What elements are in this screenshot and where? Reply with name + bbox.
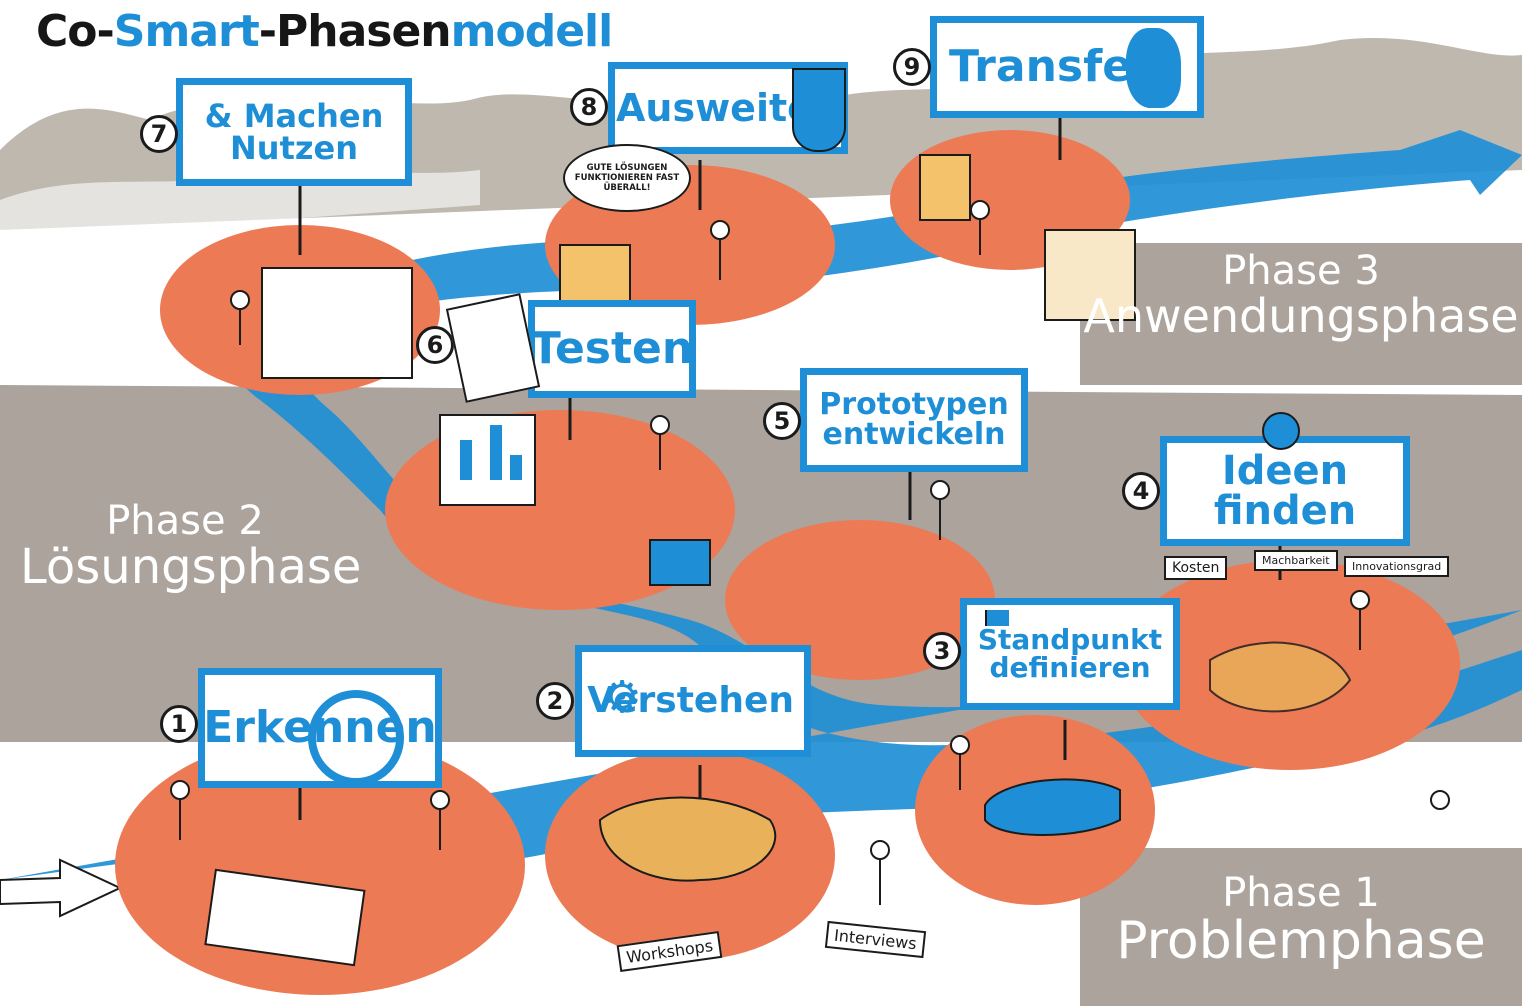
phase-2-title: Phase 2 bbox=[106, 498, 264, 544]
step-4-number: 4 bbox=[1122, 472, 1160, 510]
step-6-sign: Testen bbox=[528, 300, 696, 398]
phase-1-title: Phase 1 bbox=[1222, 870, 1380, 916]
step-4-sign: Ideen finden bbox=[1160, 436, 1410, 546]
coat-of-arms-icon bbox=[792, 68, 846, 152]
phase-1-background bbox=[1080, 848, 1522, 1006]
magnifier-icon bbox=[308, 690, 404, 786]
props bbox=[204, 154, 1352, 967]
step-1-number: 1 bbox=[160, 705, 198, 743]
step-2-sign: Verstehen bbox=[575, 645, 811, 757]
step-9-number: 9 bbox=[893, 48, 931, 86]
phase-3-background bbox=[1080, 243, 1522, 385]
germany-map-icon bbox=[1126, 28, 1181, 108]
gears-icon: ⚙ bbox=[602, 672, 642, 723]
page-title: Co-Smart-Phasenmodell bbox=[36, 6, 613, 57]
phase-3-subtitle: Anwendungsphase bbox=[1083, 289, 1519, 343]
phase-3-label: Phase 3 Anwendungsphase bbox=[1080, 250, 1522, 340]
step-3-number: 3 bbox=[923, 632, 961, 670]
step-7-number: 7 bbox=[140, 115, 178, 153]
flag-icon bbox=[985, 610, 1009, 626]
start-arrow bbox=[0, 858, 123, 918]
tag-kosten: Kosten bbox=[1164, 556, 1228, 580]
tag-innovationsgrad: Innovationsgrad bbox=[1344, 556, 1450, 577]
speech-bubble: GUTE LÖSUNGEN FUNKTIONIEREN FAST ÜBERALL… bbox=[563, 144, 691, 212]
phase-2-label: Phase 2 Lösungsphase bbox=[20, 498, 362, 595]
step-2-number: 2 bbox=[536, 682, 574, 720]
step-8-number: 8 bbox=[570, 88, 608, 126]
phase-2-subtitle: Lösungsphase bbox=[20, 539, 362, 595]
phase-1-label: Phase 1 Problemphase bbox=[1080, 872, 1522, 969]
figures bbox=[170, 200, 1450, 905]
step-6-number: 6 bbox=[416, 326, 454, 364]
tag-machbarkeit: Machbarkeit bbox=[1254, 550, 1338, 571]
step-5-number: 5 bbox=[763, 402, 801, 440]
hills-front bbox=[0, 169, 480, 240]
phase-1-subtitle: Problemphase bbox=[1116, 911, 1486, 971]
lightbulb-icon bbox=[1262, 412, 1300, 450]
phase-3-title: Phase 3 bbox=[1222, 248, 1380, 294]
